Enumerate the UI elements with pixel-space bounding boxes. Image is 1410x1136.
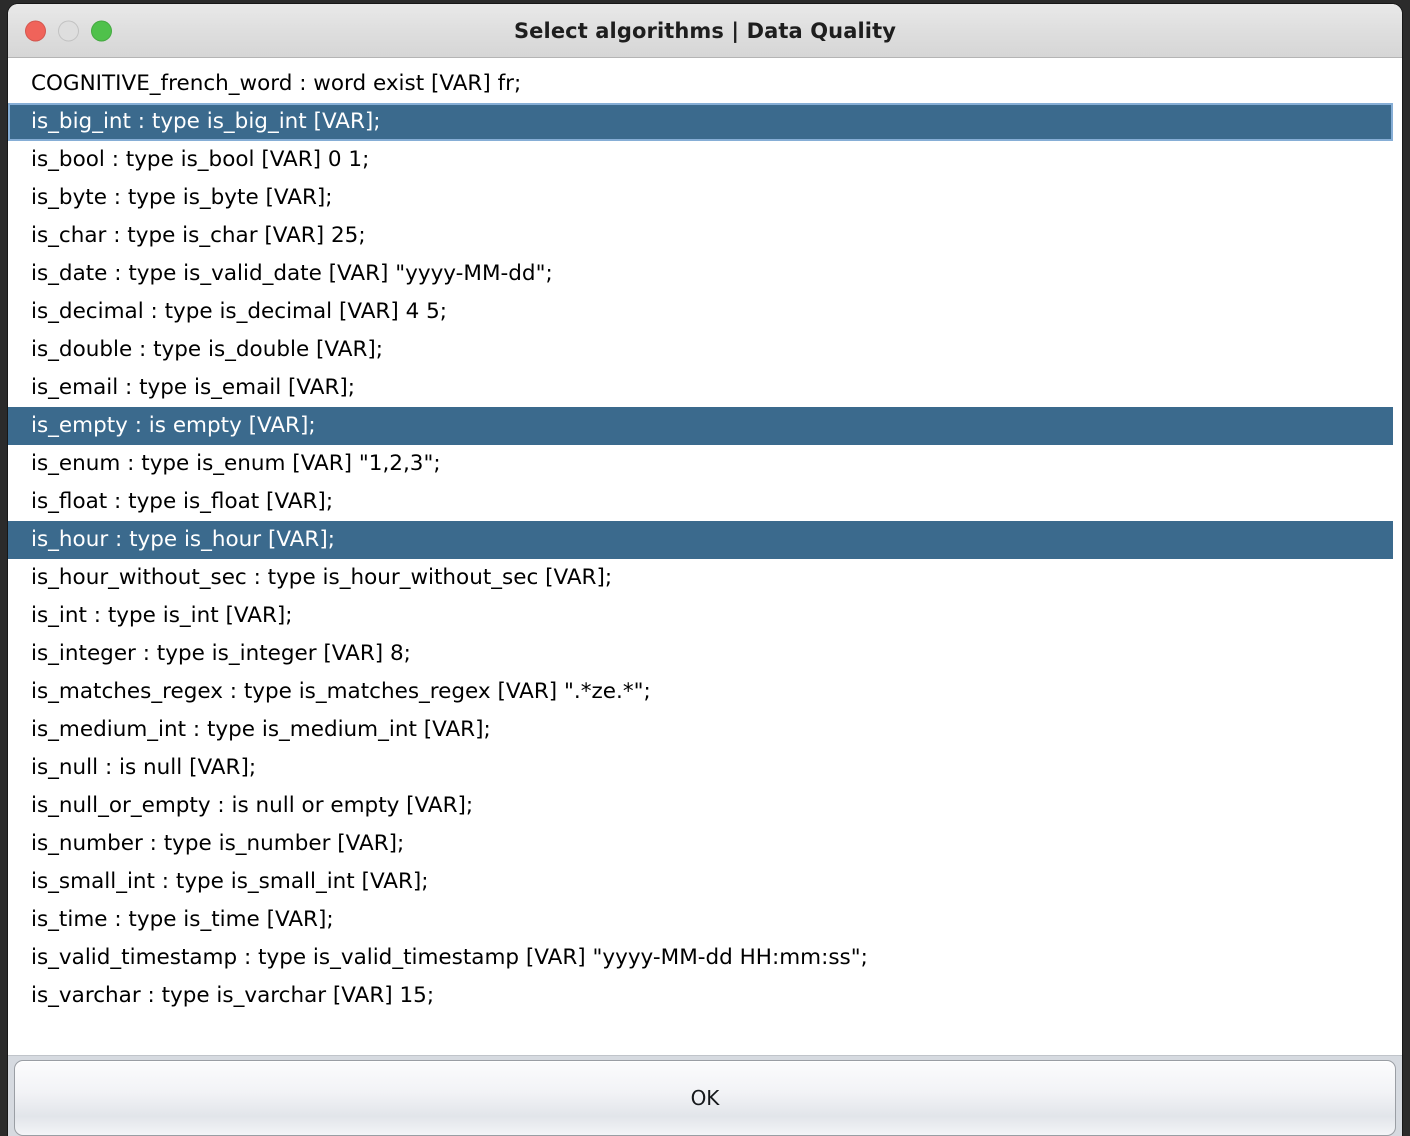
close-button[interactable]	[25, 20, 46, 41]
list-item[interactable]: is_decimal : type is_decimal [VAR] 4 5;	[31, 299, 448, 324]
list-item[interactable]: is_varchar : type is_varchar [VAR] 15;	[31, 983, 435, 1008]
list-item[interactable]: is_small_int : type is_small_int [VAR];	[31, 869, 429, 894]
footer-divider	[8, 1055, 1402, 1056]
list-item[interactable]: is_medium_int : type is_medium_int [VAR]…	[31, 717, 491, 742]
list-item[interactable]: is_hour_without_sec : type is_hour_witho…	[31, 565, 613, 590]
minimize-button[interactable]	[58, 20, 79, 41]
window-controls	[25, 20, 112, 41]
algorithm-list-panel: COGNITIVE_french_word : word exist [VAR]…	[8, 58, 1402, 1055]
list-item[interactable]: is_matches_regex : type is_matches_regex…	[31, 679, 651, 704]
list-item[interactable]: is_date : type is_valid_date [VAR] "yyyy…	[31, 261, 553, 286]
window-title: Select algorithms | Data Quality	[513, 18, 897, 43]
ok-button[interactable]: OK	[14, 1060, 1396, 1136]
dialog-window: Select algorithms | Data Quality COGNITI…	[8, 4, 1402, 1136]
list-item[interactable]: COGNITIVE_french_word : word exist [VAR]…	[31, 71, 522, 96]
list-item[interactable]: is_valid_timestamp : type is_valid_times…	[31, 945, 868, 970]
list-item[interactable]: is_number : type is_number [VAR];	[31, 831, 405, 856]
list-item[interactable]: is_time : type is_time [VAR];	[31, 907, 334, 932]
list-item[interactable]: is_float : type is_float [VAR];	[31, 489, 334, 514]
list-item[interactable]: is_hour : type is_hour [VAR];	[8, 521, 1393, 559]
list-item[interactable]: is_null_or_empty : is null or empty [VAR…	[31, 793, 474, 818]
list-item[interactable]: is_bool : type is_bool [VAR] 0 1;	[31, 147, 370, 172]
list-item[interactable]: is_double : type is_double [VAR];	[31, 337, 384, 362]
list-item[interactable]: is_byte : type is_byte [VAR];	[31, 185, 333, 210]
window-titlebar: Select algorithms | Data Quality	[8, 4, 1402, 58]
maximize-button[interactable]	[91, 20, 112, 41]
dialog-footer: OK	[8, 1055, 1402, 1136]
list-item[interactable]: is_null : is null [VAR];	[31, 755, 257, 780]
list-item[interactable]: is_empty : is empty [VAR];	[8, 407, 1393, 445]
list-item[interactable]: is_integer : type is_integer [VAR] 8;	[31, 641, 411, 666]
list-item[interactable]: is_email : type is_email [VAR];	[31, 375, 356, 400]
list-item[interactable]: is_int : type is_int [VAR];	[31, 603, 293, 628]
list-item[interactable]: is_enum : type is_enum [VAR] "1,2,3";	[31, 451, 441, 476]
algorithm-list[interactable]: COGNITIVE_french_word : word exist [VAR]…	[8, 65, 1402, 1015]
list-item[interactable]: is_char : type is_char [VAR] 25;	[31, 223, 366, 248]
list-item[interactable]: is_big_int : type is_big_int [VAR];	[8, 103, 1393, 141]
